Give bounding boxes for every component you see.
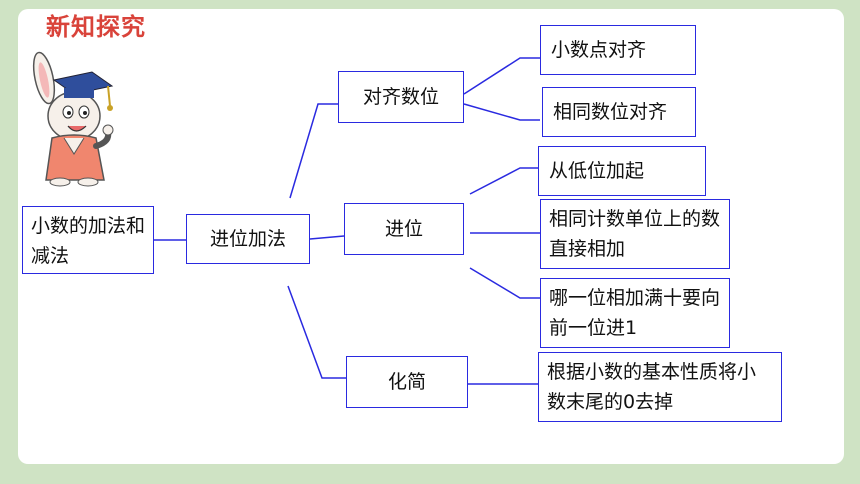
leaf-carry-one: 哪一位相加满十要向前一位进1 — [540, 278, 730, 348]
leaf-remove-zero: 根据小数的基本性质将小数末尾的0去掉 — [538, 352, 782, 422]
leaf-digit-align: 相同数位对齐 — [542, 87, 696, 137]
section-title: 新知探究 — [46, 13, 146, 41]
leaf-same-unit-add: 相同计数单位上的数直接相加 — [540, 199, 730, 269]
leaf-decimal-point-align: 小数点对齐 — [540, 25, 696, 75]
level1-node: 进位加法 — [186, 214, 310, 264]
branch-node-carry: 进位 — [344, 203, 464, 255]
root-node: 小数的加法和减法 — [22, 206, 154, 274]
rabbit-mascot-icon — [32, 51, 114, 187]
branch-node-simplify: 化简 — [346, 356, 468, 408]
leaf-start-low: 从低位加起 — [538, 146, 706, 196]
branch-node-align: 对齐数位 — [338, 71, 464, 123]
